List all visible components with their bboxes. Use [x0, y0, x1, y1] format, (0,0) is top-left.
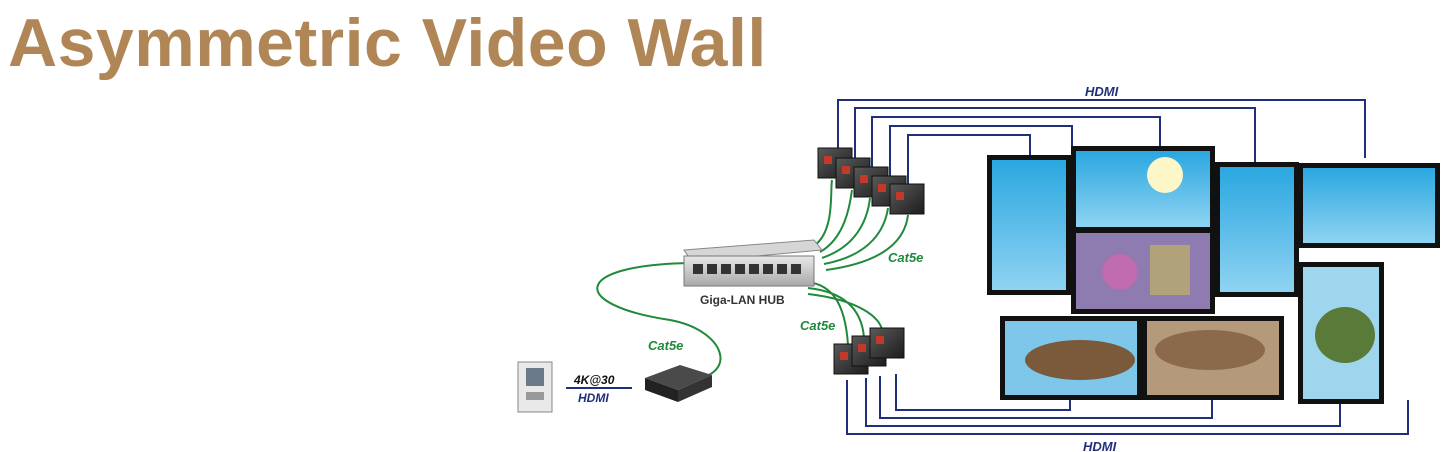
display-panel	[1071, 146, 1215, 232]
receivers-lower	[833, 327, 905, 375]
cat5e-cables-upper	[814, 179, 909, 271]
cat5e-upper-label: Cat5e	[888, 250, 923, 265]
giga-lan-hub	[683, 239, 823, 287]
video-wall	[987, 146, 1440, 404]
hdmi-cables-top	[837, 99, 1366, 186]
encoder-box	[645, 365, 712, 402]
display-panel	[1142, 316, 1284, 400]
hdmi-cables-bottom	[846, 374, 1409, 435]
source-player	[517, 361, 553, 413]
display-panel	[1298, 262, 1384, 404]
receivers-upper	[817, 147, 925, 215]
receiver-box	[889, 183, 925, 215]
display-panel	[1298, 163, 1440, 248]
cat5e-source-label: Cat5e	[648, 338, 683, 353]
hdmi-bottom-label: HDMI	[1083, 439, 1117, 452]
display-panel	[1071, 228, 1215, 314]
receiver-box	[869, 327, 905, 359]
cat5e-cable-source	[596, 262, 722, 381]
hdmi-source-label: HDMI	[578, 391, 609, 405]
hdmi-top-label: HDMI	[1085, 84, 1119, 99]
hub-label: Giga-LAN HUB	[700, 293, 785, 307]
page-title: Asymmetric Video Wall	[8, 5, 767, 81]
display-panel	[987, 155, 1071, 295]
cat5e-lower-label: Cat5e	[800, 318, 835, 333]
display-panel	[1215, 162, 1299, 297]
display-panel	[1000, 316, 1142, 400]
resolution-label: 4K@30	[573, 373, 615, 387]
